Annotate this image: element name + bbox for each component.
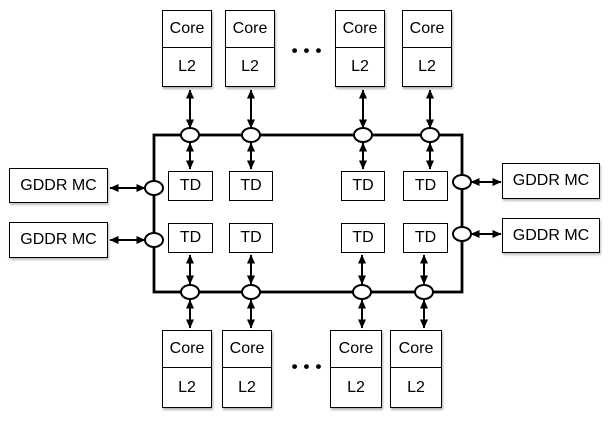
ring-stop — [352, 284, 372, 300]
gddr-mc-box: GDDR MC — [502, 218, 600, 253]
l2-label: L2 — [178, 378, 196, 396]
td-box: TD — [341, 223, 385, 253]
td-box: TD — [168, 171, 213, 201]
ring-stop — [180, 284, 200, 300]
ring-stop — [353, 127, 373, 143]
ring-stop — [414, 284, 434, 300]
ring-stop — [241, 284, 261, 300]
gddr-mc-box: GDDR MC — [502, 163, 600, 199]
td-box: TD — [403, 223, 448, 253]
core-label: Core — [391, 331, 441, 368]
gddr-mc-box: GDDR MC — [9, 222, 108, 258]
l2-label: L2 — [347, 378, 365, 396]
core-label: Core — [403, 11, 451, 48]
ring-stop — [452, 226, 472, 242]
ring-bus — [152, 133, 464, 294]
ring-stop — [452, 174, 472, 190]
core-label: Core — [223, 331, 271, 368]
td-box: TD — [403, 171, 448, 201]
core-l2-tile: Core L2 — [162, 330, 212, 408]
core-label: Core — [163, 11, 211, 48]
ring-stop — [180, 127, 200, 143]
core-l2-tile: Core L2 — [222, 330, 272, 408]
l2-label: L2 — [241, 58, 259, 75]
ring-stop — [420, 127, 440, 143]
core-l2-tile: Core L2 — [162, 10, 212, 87]
core-l2-tile: Core L2 — [402, 10, 452, 87]
l2-label: L2 — [178, 58, 196, 75]
ring-stop — [144, 232, 164, 248]
gddr-mc-box: GDDR MC — [9, 168, 108, 203]
l2-label: L2 — [407, 378, 425, 396]
ring-stop — [241, 127, 261, 143]
td-box: TD — [229, 171, 273, 201]
core-l2-tile: Core L2 — [225, 10, 275, 87]
core-label: Core — [163, 331, 211, 368]
core-label: Core — [331, 331, 381, 368]
l2-label: L2 — [351, 58, 369, 75]
ring-stop — [144, 180, 164, 196]
td-box: TD — [341, 171, 385, 201]
l2-label: L2 — [418, 58, 436, 75]
ellipsis-dots-top: ••• — [291, 41, 328, 60]
core-l2-tile: Core L2 — [390, 330, 442, 408]
core-l2-tile: Core L2 — [330, 330, 382, 408]
core-l2-tile: Core L2 — [335, 10, 385, 87]
td-box: TD — [168, 223, 213, 253]
td-box: TD — [229, 223, 273, 253]
ellipsis-dots-bottom: ••• — [291, 357, 328, 376]
l2-label: L2 — [238, 378, 256, 396]
core-label: Core — [336, 11, 384, 48]
core-label: Core — [226, 11, 274, 48]
